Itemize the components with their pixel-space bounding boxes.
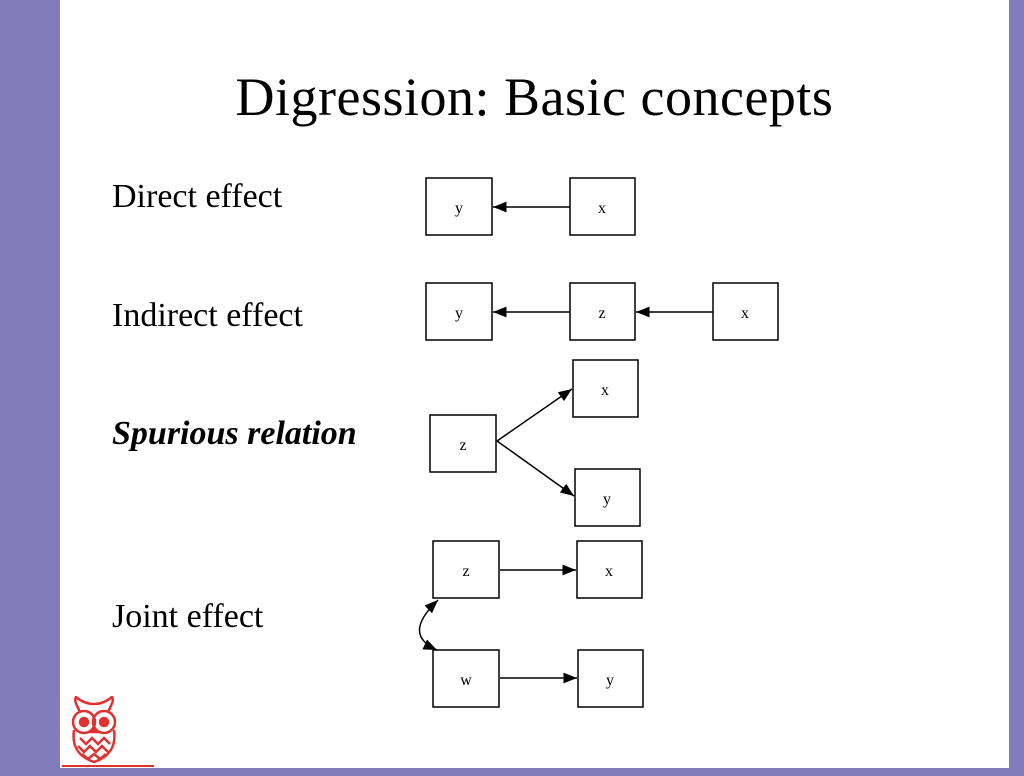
node-box	[432, 540, 500, 599]
node-box	[425, 177, 493, 236]
path-diagrams: y x y z x z x y	[418, 177, 779, 708]
node-box	[577, 649, 644, 708]
correlation-arrow	[418, 599, 439, 651]
slide-title: Digression: Basic concepts	[235, 67, 834, 127]
node-box	[572, 359, 639, 418]
arrow	[496, 440, 575, 497]
diagram-joint-effect: z x w y	[418, 540, 644, 708]
node-label: z	[459, 437, 466, 454]
node-box	[432, 649, 500, 708]
label-joint-effect: Joint effect	[112, 598, 264, 635]
label-indirect-effect: Indirect effect	[112, 297, 303, 334]
node-label: z	[462, 563, 469, 580]
diagram-direct-effect: y x	[425, 177, 636, 236]
node-label: x	[601, 382, 609, 399]
node-box	[569, 282, 636, 341]
node-label: z	[598, 305, 605, 322]
node-box	[429, 414, 497, 473]
node-box	[576, 540, 643, 599]
node-label: x	[741, 305, 749, 322]
node-box	[574, 468, 641, 527]
diagram-indirect-effect: y z x	[425, 282, 779, 341]
node-label: w	[460, 672, 472, 689]
arrow	[496, 388, 573, 442]
label-direct-effect: Direct effect	[112, 178, 283, 215]
owl-logo-icon	[62, 696, 154, 767]
node-label: x	[605, 563, 613, 580]
node-label: y	[455, 305, 463, 322]
node-box	[425, 282, 493, 341]
label-spurious-relation: Spurious relation	[112, 415, 357, 452]
node-label: y	[455, 200, 463, 217]
node-box	[569, 177, 636, 236]
node-label: y	[603, 491, 611, 508]
slide: Digression: Basic concepts Direct effect…	[60, 0, 1009, 768]
node-label: y	[606, 672, 614, 689]
diagram-spurious-relation: z x y	[429, 359, 641, 527]
node-label: x	[598, 200, 606, 217]
